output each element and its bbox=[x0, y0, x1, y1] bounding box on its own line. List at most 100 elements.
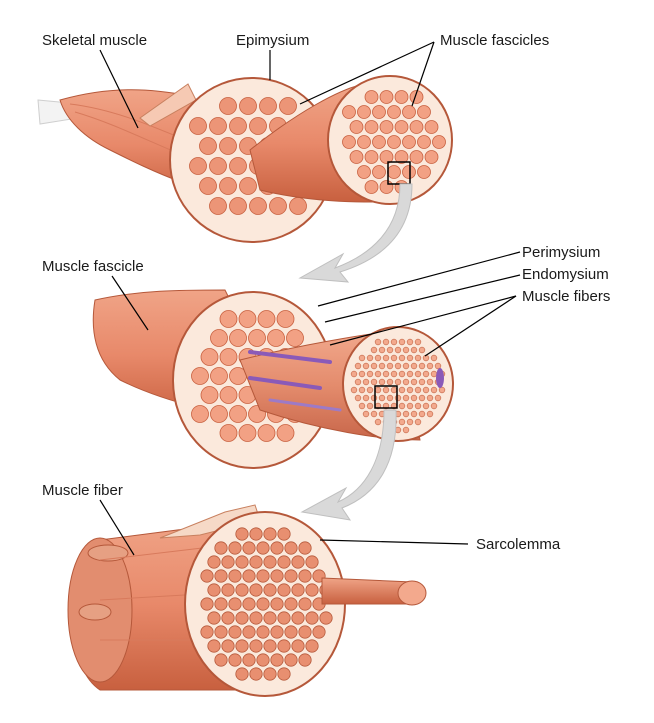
myofibril bbox=[256, 597, 270, 611]
myofibril bbox=[402, 346, 410, 354]
fiber bbox=[424, 120, 439, 134]
myofibril bbox=[358, 370, 366, 378]
myofibril bbox=[207, 611, 221, 625]
fascicle bbox=[209, 117, 227, 135]
myofibril bbox=[402, 394, 410, 402]
zoom-box-2 bbox=[374, 385, 398, 409]
fiber bbox=[409, 150, 424, 164]
myofibril bbox=[426, 362, 434, 370]
myofibril bbox=[374, 386, 382, 394]
myofibril bbox=[291, 611, 305, 625]
myofibril bbox=[382, 354, 390, 362]
myofibril bbox=[370, 346, 378, 354]
myofibril bbox=[382, 338, 390, 346]
myofibril bbox=[305, 555, 319, 569]
fiber bbox=[424, 150, 439, 164]
myofibril bbox=[418, 378, 426, 386]
myofibril bbox=[284, 569, 298, 583]
fiber bbox=[372, 105, 386, 119]
fiber bbox=[402, 105, 416, 119]
myofibril bbox=[228, 569, 242, 583]
myofibril bbox=[394, 362, 402, 370]
myofibril bbox=[354, 378, 362, 386]
myofibril bbox=[284, 625, 298, 639]
fascicle bbox=[279, 97, 297, 115]
myofibril bbox=[390, 354, 398, 362]
fiber bbox=[394, 150, 409, 164]
myofibril bbox=[370, 394, 378, 402]
myofibril bbox=[263, 611, 277, 625]
myofibril bbox=[221, 555, 235, 569]
myofibril bbox=[406, 370, 414, 378]
myofibril bbox=[406, 354, 414, 362]
fiber bbox=[276, 310, 295, 328]
fiber bbox=[357, 105, 371, 119]
myofibril bbox=[422, 386, 430, 394]
fascicle bbox=[199, 177, 217, 195]
myofibril bbox=[414, 354, 422, 362]
myofibril bbox=[398, 370, 406, 378]
myofibril bbox=[298, 541, 312, 555]
myofibril bbox=[402, 378, 410, 386]
fiber bbox=[409, 120, 424, 134]
fiber bbox=[286, 329, 304, 347]
myofibril bbox=[378, 378, 386, 386]
label-sarcolemma: Sarcolemma bbox=[476, 536, 561, 553]
myofibril bbox=[228, 541, 242, 555]
label-muscle-fascicles: Muscle fascicles bbox=[440, 32, 550, 49]
myofibril bbox=[263, 527, 277, 541]
fiber bbox=[210, 367, 228, 385]
myofibril bbox=[256, 541, 270, 555]
myofibril bbox=[390, 338, 398, 346]
myofibril bbox=[221, 639, 235, 653]
myofibril bbox=[382, 386, 390, 394]
zoom-arrow-1 bbox=[298, 183, 413, 283]
fiber bbox=[219, 386, 238, 404]
skeletal-muscle-group bbox=[37, 75, 453, 243]
myofibril bbox=[228, 625, 242, 639]
myofibril bbox=[305, 611, 319, 625]
fiber bbox=[219, 424, 238, 442]
myofibril bbox=[207, 583, 221, 597]
fiber bbox=[372, 135, 386, 149]
label-muscle-fibers: Muscle fibers bbox=[522, 288, 611, 305]
myofibril bbox=[235, 583, 249, 597]
myofibril bbox=[438, 386, 446, 394]
fiber bbox=[379, 120, 394, 134]
myofibril bbox=[366, 402, 374, 410]
myofibril bbox=[350, 370, 358, 378]
myofibril bbox=[434, 362, 442, 370]
myofibril bbox=[284, 597, 298, 611]
label-epimysium: Epimysium bbox=[236, 32, 310, 49]
fiber bbox=[357, 135, 371, 149]
myofibril bbox=[406, 418, 414, 426]
myofibril bbox=[394, 394, 402, 402]
zoom-arrow-2 bbox=[300, 409, 397, 521]
zoom-box-1 bbox=[387, 161, 411, 185]
fiber bbox=[432, 135, 446, 149]
fiber bbox=[364, 150, 379, 164]
fiber bbox=[379, 90, 394, 104]
fiber bbox=[342, 135, 356, 149]
myofibril bbox=[200, 569, 214, 583]
fiber bbox=[364, 90, 379, 104]
fiber bbox=[394, 120, 409, 134]
myofibril bbox=[298, 569, 312, 583]
fiber bbox=[402, 165, 416, 179]
myofibril bbox=[398, 418, 406, 426]
myofibril bbox=[242, 541, 256, 555]
myofibril bbox=[228, 597, 242, 611]
myofibril bbox=[354, 362, 362, 370]
fiber bbox=[219, 310, 238, 328]
fascicle bbox=[189, 157, 207, 175]
myofibril bbox=[410, 410, 418, 418]
myofibril bbox=[402, 410, 410, 418]
myofibril bbox=[277, 611, 291, 625]
fiber bbox=[364, 180, 379, 194]
myofibril bbox=[398, 386, 406, 394]
myofibril bbox=[374, 338, 382, 346]
myofibril bbox=[370, 378, 378, 386]
myofibril bbox=[402, 426, 410, 434]
fascicle bbox=[189, 117, 207, 135]
myofibril bbox=[370, 362, 378, 370]
